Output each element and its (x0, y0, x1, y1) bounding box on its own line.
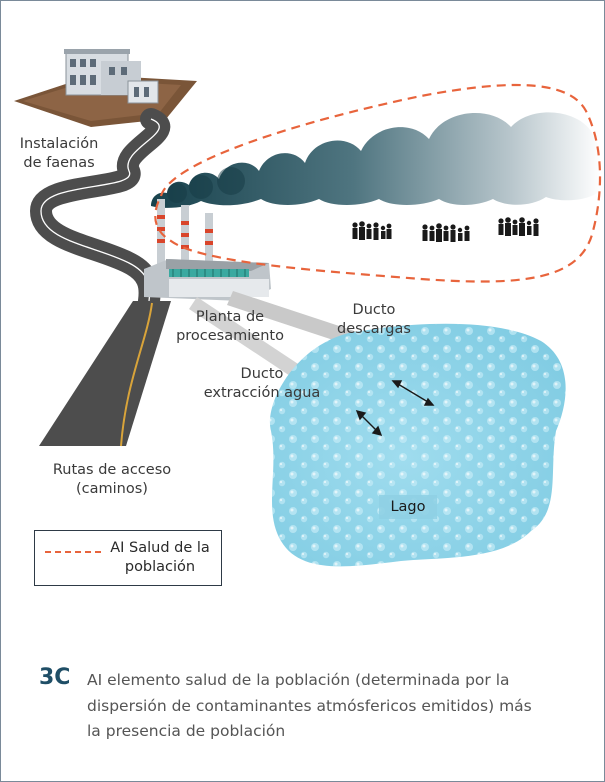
arrow-icon (355, 380, 435, 437)
legend-text: AI Salud de la población (106, 539, 214, 577)
label-line: descargas (337, 321, 411, 337)
label-rutas-acceso: Rutas de acceso (caminos) (47, 461, 177, 499)
caption-line: la presencia de población (87, 722, 286, 740)
legend-line: AI Salud de la (110, 540, 210, 556)
label-instalacion-faenas: Instalación de faenas (5, 135, 113, 173)
label-ducto-extraccion-agua: Ducto extracción agua (197, 365, 327, 403)
influence-area-dashed (154, 83, 602, 283)
people-group-icon (352, 217, 539, 242)
scene-illustration (14, 49, 602, 567)
caption-line: AI elemento salud de la población (deter… (87, 671, 510, 689)
label-line: Rutas de acceso (52, 462, 172, 478)
caption-text: AI elemento salud de la población (deter… (87, 668, 567, 745)
lake-icon (269, 323, 566, 567)
smoke-cloud-icon (151, 112, 601, 208)
label-ducto-descargas: Ducto descargas (331, 301, 417, 339)
legend-line: población (124, 559, 196, 575)
label-line: Ducto (352, 302, 396, 318)
factory-icon (144, 199, 271, 301)
label-line: Planta de (195, 309, 265, 325)
caption-code: 3C (39, 665, 71, 690)
label-line: extracción agua (203, 385, 321, 401)
label-line: procesamiento (176, 328, 284, 344)
label-line: Ducto (240, 366, 284, 382)
label-line: Instalación (19, 136, 99, 152)
caption-line: dispersión de contaminantes atmósfericos… (87, 696, 532, 715)
label-line: de faenas (23, 155, 95, 171)
legend: AI Salud de la población (34, 530, 222, 586)
legend-dash-swatch (45, 551, 101, 553)
label-lago: Lago (390, 499, 426, 515)
label-planta-procesamiento: Planta de procesamiento (171, 308, 289, 346)
building-icon (14, 49, 197, 127)
label-line: (caminos) (76, 481, 148, 497)
road-icon (29, 108, 171, 447)
